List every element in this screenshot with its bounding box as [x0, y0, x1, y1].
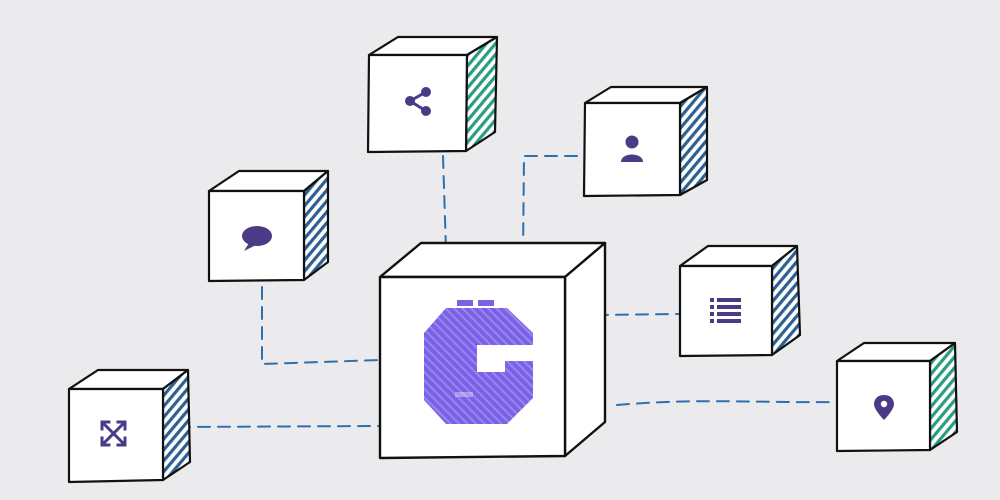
cube-location[interactable] — [835, 341, 959, 453]
cube-hub[interactable] — [378, 241, 607, 460]
cube-chat-side — [302, 169, 330, 282]
cube-share-front — [366, 53, 469, 154]
list-icon — [710, 298, 741, 323]
connector-hub-list — [595, 313, 681, 316]
cube-chat[interactable] — [207, 169, 330, 283]
cube-expand-side — [161, 368, 192, 482]
map-pin-icon — [874, 395, 894, 420]
gatsby-logo-icon — [424, 300, 533, 424]
cube-user[interactable] — [582, 85, 709, 198]
cube-list-side — [770, 244, 802, 357]
connector-hub-expand — [177, 425, 381, 428]
connector-hub-location — [616, 400, 837, 406]
cube-user-front — [582, 101, 682, 198]
connector-hub-share — [442, 155, 447, 251]
cube-list-front — [678, 264, 774, 358]
cube-expand[interactable] — [67, 368, 192, 484]
cube-share[interactable] — [366, 35, 499, 154]
connector-hub-chat — [261, 286, 381, 366]
share-icon — [405, 87, 431, 116]
cube-hub-side — [563, 241, 607, 458]
chat-bubble-icon — [242, 226, 272, 251]
connector-hub-user — [522, 155, 585, 256]
cube-list[interactable] — [678, 244, 802, 358]
cube-location-side — [928, 341, 959, 452]
user-icon — [621, 135, 643, 162]
cube-share-side — [464, 35, 499, 153]
connectors — [177, 155, 837, 428]
cube-user-side — [678, 85, 709, 197]
expand-arrows-icon — [100, 420, 127, 447]
